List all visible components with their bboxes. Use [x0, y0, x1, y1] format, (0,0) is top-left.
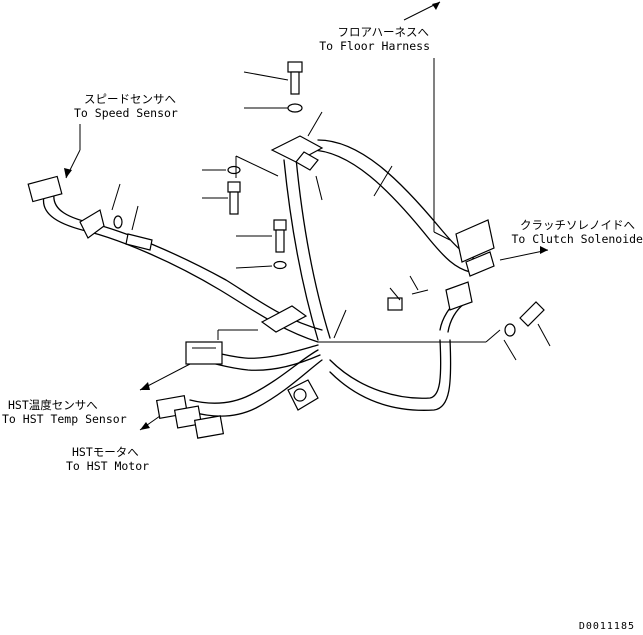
hst-cables — [155, 341, 323, 439]
hst-temp-sensor-label-en: To HST Temp Sensor — [2, 412, 127, 426]
hst-temp-sensor-connector — [185, 341, 223, 365]
bolt-5 — [519, 301, 545, 327]
floor-harness-label-jp: フロアハーネスへ — [337, 25, 429, 39]
small-plug — [387, 297, 403, 311]
drawing-code: D0011185 — [578, 621, 635, 632]
hst-temp-sensor-label-jp: HST温度センサへ — [8, 398, 98, 412]
speed-sensor-label-jp: スピードセンサへ — [84, 92, 176, 106]
top-bracket-tab — [295, 151, 319, 171]
clutch-connector-c — [445, 281, 473, 311]
hst-motor-connector-3 — [193, 415, 225, 439]
speed-sensor-connector — [27, 175, 63, 203]
speed-clamp — [79, 209, 105, 239]
bolt-3-shank — [275, 229, 285, 253]
main-harness-cable — [283, 139, 479, 411]
clutch-connector-a — [455, 219, 495, 263]
hst-motor-label-en: To HST Motor — [66, 459, 150, 473]
bolt-3-head — [273, 219, 287, 231]
speed-sensor-label-en: To Speed Sensor — [74, 106, 178, 120]
clutch-solenoid-label-en: To Clutch Solenoide — [511, 232, 643, 246]
top-bracket — [270, 135, 324, 163]
fasteners — [113, 61, 545, 337]
washer-2 — [227, 165, 241, 175]
leader-lines — [64, 1, 551, 431]
bolt-2-shank — [229, 191, 239, 215]
washer-3 — [273, 260, 287, 270]
bolt-1-shank — [290, 71, 300, 95]
junction-grommet — [293, 388, 307, 402]
washer-5 — [504, 323, 516, 337]
clutch-solenoid-label-jp: クラッチソレノイドへ — [520, 218, 635, 232]
bolt-1-head — [287, 61, 303, 73]
washer-4 — [113, 215, 123, 229]
bolt-4 — [125, 233, 153, 251]
bolt-2-head — [227, 181, 241, 193]
mid-bracket — [260, 305, 308, 333]
floor-harness-label-en: To Floor Harness — [319, 39, 430, 53]
washer-1 — [287, 103, 303, 113]
hst-motor-label-jp: HSTモータへ — [72, 445, 139, 459]
clutch-connector-b — [465, 251, 495, 277]
brackets — [260, 135, 495, 411]
